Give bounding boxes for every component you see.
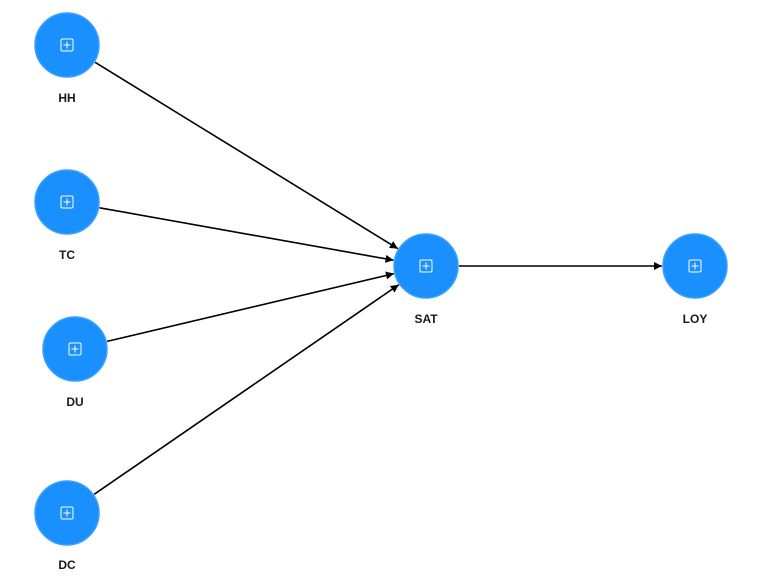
expand-icon[interactable]: [68, 342, 82, 356]
construct-label-du: DU: [66, 395, 83, 409]
expand-icon[interactable]: [60, 506, 74, 520]
expand-icon[interactable]: [60, 195, 74, 209]
path-arrow-du-to-sat[interactable]: [106, 271, 395, 343]
construct-node-hh[interactable]: HH: [34, 12, 100, 105]
construct-label-loy: LOY: [683, 312, 708, 326]
construct-label-dc: DC: [58, 558, 76, 572]
construct-label-sat: SAT: [414, 312, 438, 326]
edges-layer: [93, 61, 662, 495]
construct-node-dc[interactable]: DC: [34, 480, 100, 572]
construct-label-hh: HH: [58, 91, 75, 105]
path-arrow-hh-to-sat[interactable]: [94, 61, 399, 250]
construct-node-sat[interactable]: SAT: [393, 233, 459, 326]
construct-node-tc[interactable]: TC: [34, 169, 100, 262]
path-arrow-dc-to-sat[interactable]: [93, 284, 400, 495]
construct-node-du[interactable]: DU: [42, 316, 108, 409]
construct-label-tc: TC: [59, 248, 75, 262]
expand-icon[interactable]: [419, 259, 433, 273]
construct-node-loy[interactable]: LOY: [662, 233, 728, 326]
nodes-layer: HH TC DU DC SAT LOY: [34, 12, 728, 572]
path-arrow-tc-to-sat[interactable]: [99, 207, 394, 263]
expand-icon[interactable]: [688, 259, 702, 273]
expand-icon[interactable]: [60, 38, 74, 52]
